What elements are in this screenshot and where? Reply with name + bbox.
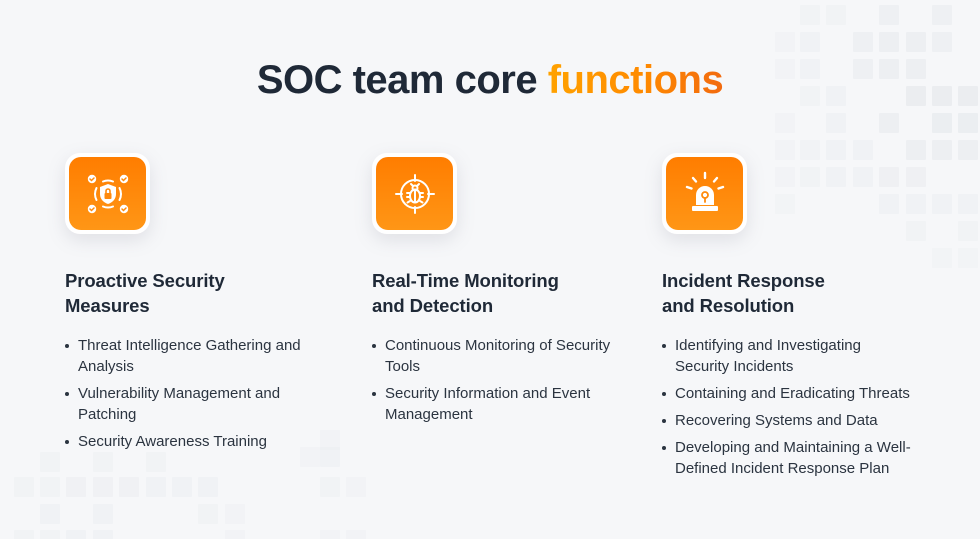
bug-target-icon [394, 173, 435, 214]
section-heading: Real-Time Monitoring and Detection [372, 270, 559, 316]
icon-tile [662, 153, 747, 234]
icon-tile [372, 153, 457, 234]
bullet-list: Continuous Monitoring of Security Tools … [372, 335, 627, 425]
title-accent: functions [547, 58, 724, 102]
list-item: Identifying and Investigating Security I… [662, 335, 902, 377]
list-item: Security Awareness Training [65, 431, 315, 452]
list-item: Containing and Eradicating Threats [662, 383, 952, 404]
section-heading: Incident Response and Resolution [662, 270, 825, 316]
list-item: Developing and Maintaining a Well-Define… [662, 437, 942, 479]
bullet-list: Identifying and Investigating Security I… [662, 335, 952, 479]
list-item: Threat Intelligence Gathering and Analys… [65, 335, 315, 377]
list-item: Security Information and Event Managemen… [372, 383, 627, 425]
section-heading: Proactive Security Measures [65, 270, 225, 316]
list-item: Continuous Monitoring of Security Tools [372, 335, 627, 377]
icon-tile [65, 153, 150, 234]
column-proactive-security: Proactive Security Measures Threat Intel… [65, 153, 335, 458]
column-realtime-monitoring: Real-Time Monitoring and Detection Conti… [372, 153, 642, 431]
list-item: Recovering Systems and Data [662, 410, 952, 431]
page-title: SOC team core functions [0, 58, 980, 103]
title-prefix: SOC team core [256, 58, 548, 102]
column-incident-response: Incident Response and Resolution Identif… [662, 153, 952, 485]
list-item: Vulnerability Management and Patching [65, 383, 315, 425]
alarm-siren-icon [685, 171, 724, 211]
shield-lock-icon [87, 174, 128, 213]
bullet-list: Threat Intelligence Gathering and Analys… [65, 335, 315, 452]
